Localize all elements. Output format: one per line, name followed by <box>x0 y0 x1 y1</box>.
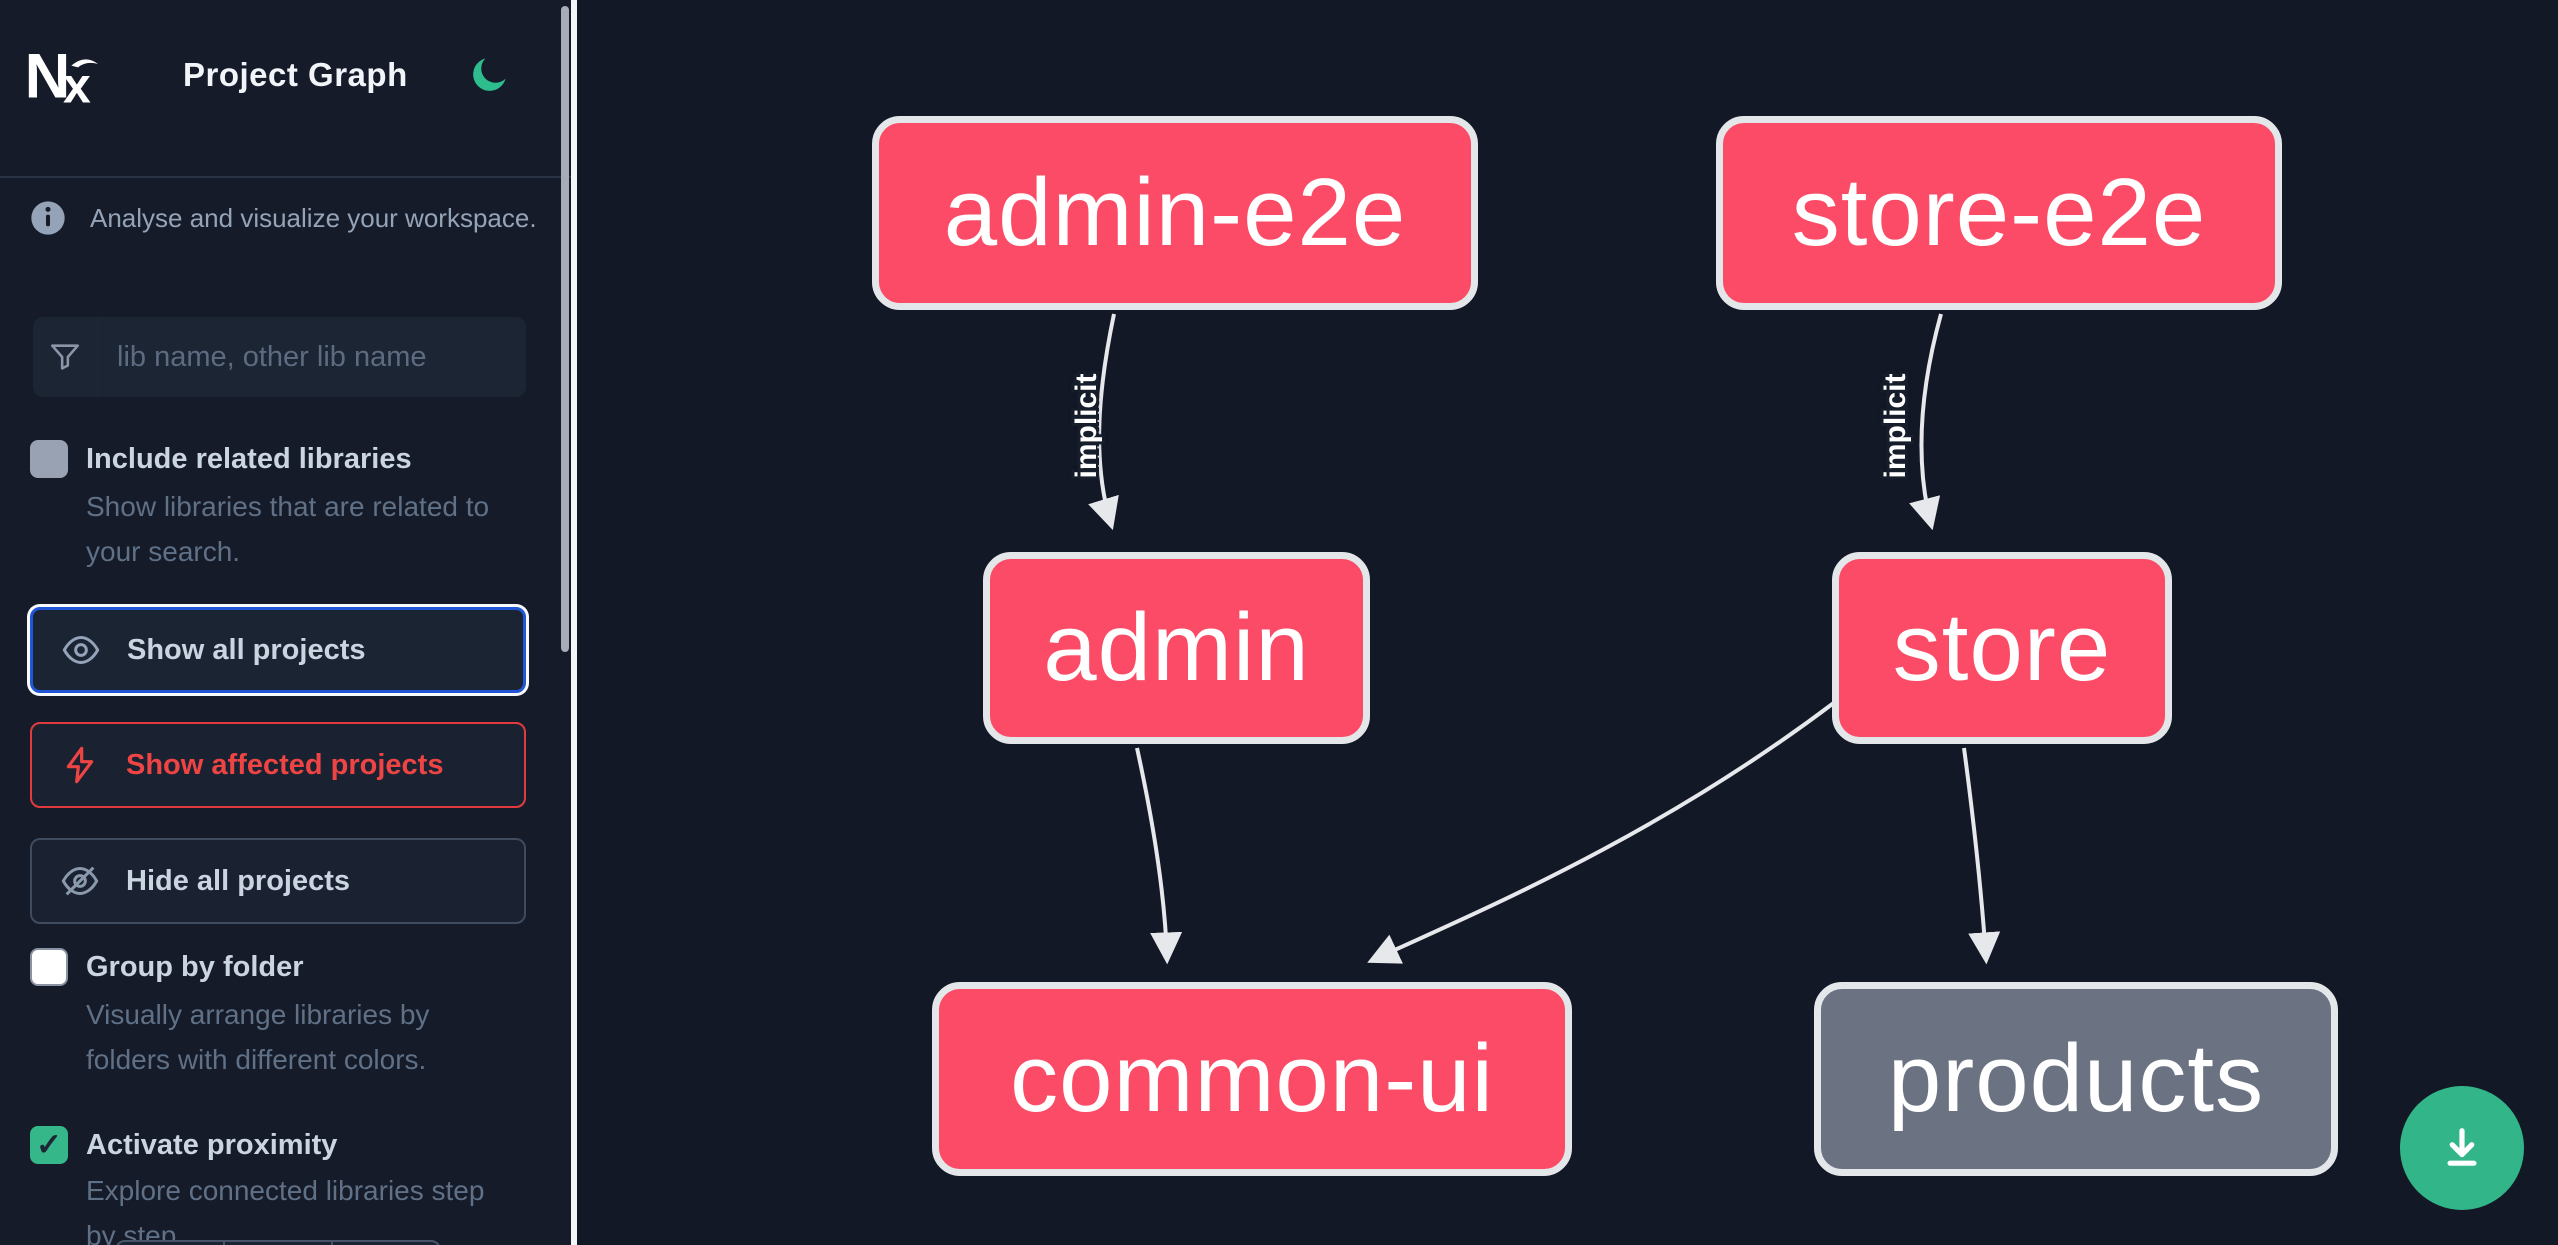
segment-3[interactable] <box>331 1242 439 1245</box>
show-affected-projects-label: Show affected projects <box>126 748 444 781</box>
intro-text: Analyse and visualize your workspace. <box>90 202 537 233</box>
activate-proximity-option: ✓ Activate proximity Explore connected l… <box>30 1124 530 1245</box>
edge-label-implicit-2: implicit <box>1879 373 1912 479</box>
funnel-icon <box>33 317 99 397</box>
node-admin-e2e[interactable]: admin-e2e <box>872 116 1478 310</box>
show-all-projects-button[interactable]: Show all projects <box>30 607 526 693</box>
hide-all-projects-label: Hide all projects <box>126 864 351 897</box>
node-store-e2e[interactable]: store-e2e <box>1716 116 2282 310</box>
include-related-checkbox[interactable] <box>30 440 68 478</box>
node-products[interactable]: products <box>1814 982 2338 1176</box>
bottom-segmented-control[interactable] <box>115 1240 441 1245</box>
node-common-ui[interactable]: common-ui <box>932 982 1572 1176</box>
show-affected-projects-button[interactable]: Show affected projects <box>30 722 526 808</box>
edge-store-to-common-ui <box>1367 700 1837 964</box>
info-icon <box>31 201 65 235</box>
edge-store-e2e-to-store <box>1909 313 1943 531</box>
group-by-folder-option: Group by folder Visually arrange librari… <box>30 946 530 1082</box>
svg-text:N: N <box>28 41 70 111</box>
activate-proximity-checkbox[interactable]: ✓ <box>30 1126 68 1164</box>
group-by-folder-label: Group by folder <box>86 951 304 983</box>
download-button[interactable] <box>2400 1086 2524 1210</box>
group-by-folder-description: Visually arrange libraries by folders wi… <box>86 999 430 1075</box>
graph-edges <box>1088 313 2001 965</box>
page-title: Project Graph <box>183 56 408 93</box>
segment-2[interactable] <box>223 1242 331 1245</box>
edge-store-to-products <box>1962 747 2001 965</box>
nx-logo: N x <box>28 41 98 113</box>
graph-canvas[interactable]: implicit implicit admin-e2e store-e2e ad… <box>577 0 2558 1245</box>
eye-off-icon <box>61 866 99 896</box>
activate-proximity-label: Activate proximity <box>86 1129 338 1161</box>
search-box <box>33 317 526 397</box>
edge-admin-e2e-to-admin <box>1088 313 1119 531</box>
header-divider <box>0 176 571 178</box>
group-by-folder-checkbox[interactable] <box>30 948 68 986</box>
intro-row: Analyse and visualize your workspace. <box>28 198 548 238</box>
moon-icon[interactable] <box>468 52 512 96</box>
search-input[interactable] <box>99 317 526 397</box>
include-related-option: Include related libraries Show libraries… <box>30 438 530 574</box>
eye-icon <box>62 635 100 665</box>
include-related-label: Include related libraries <box>86 443 412 475</box>
download-icon <box>2447 1128 2477 1166</box>
sidebar-main-divider <box>571 0 577 1245</box>
node-admin[interactable]: admin <box>983 552 1370 744</box>
sidebar-header: N x Project Graph <box>0 0 571 177</box>
edge-label-implicit-1: implicit <box>1070 373 1103 479</box>
hide-all-projects-button[interactable]: Hide all projects <box>30 838 526 924</box>
sidebar: N x Project Graph Analyse and visualize … <box>0 0 571 1245</box>
edge-admin-to-common-ui <box>1135 747 1183 965</box>
activate-proximity-description: Explore connected libraries step by step… <box>86 1168 530 1245</box>
activate-proximity-desc-line1: Explore connected libraries step <box>86 1175 485 1206</box>
node-store[interactable]: store <box>1832 552 2172 744</box>
show-all-projects-label: Show all projects <box>127 633 366 666</box>
sidebar-scrollbar[interactable] <box>561 6 569 652</box>
include-related-description: Show libraries that are related to your … <box>86 491 490 567</box>
bolt-icon <box>66 746 94 784</box>
